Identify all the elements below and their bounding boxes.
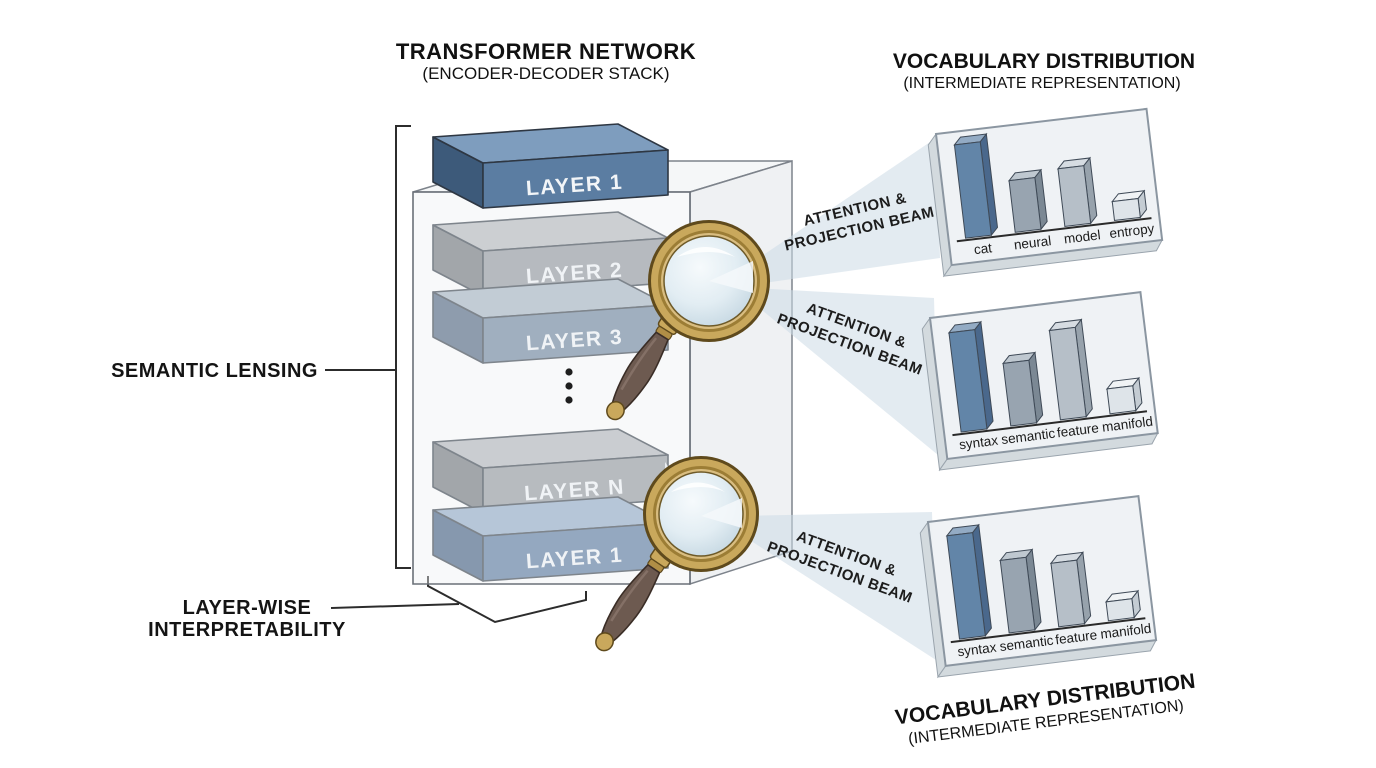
- magnifier-1: [606, 220, 770, 421]
- semantic-lensing-label: SEMANTIC LENSING: [111, 360, 318, 382]
- lens-glass: [658, 471, 744, 557]
- bar-front-face: [1106, 385, 1137, 415]
- layer-wise-label-2: INTERPRETABILITY: [148, 619, 346, 641]
- bar-front-face: [946, 532, 986, 640]
- bar-category-label: semantic: [1000, 426, 1056, 448]
- semantic-lensing-bracket: [325, 125, 411, 569]
- bar-front-face: [1050, 559, 1086, 628]
- vocab-chart-panel-1: cat neural model entropy: [927, 107, 1164, 278]
- chart-baseline: [950, 617, 1146, 644]
- bar-front-face: [1111, 197, 1141, 222]
- bar-category-label: syntax: [958, 433, 999, 453]
- bar-front-face: [1002, 359, 1038, 427]
- layer-box-n: LAYER N: [432, 428, 669, 514]
- bar-front-face: [953, 141, 992, 239]
- lens-beam-highlight: [709, 261, 753, 293]
- beam-lens2-to-chart3: [740, 512, 936, 660]
- bar-category-label: model: [1063, 227, 1101, 246]
- layer-box-3: LAYER 3: [432, 278, 669, 364]
- bar-category-label: syntax: [957, 640, 998, 660]
- bar-category-label: manifold: [1100, 621, 1152, 642]
- lens-beam-highlight: [701, 498, 742, 528]
- chart-bars-1: cat neural model entropy: [953, 132, 1156, 257]
- bar-front-face: [1048, 326, 1087, 421]
- bar-front-face: [999, 556, 1036, 634]
- magnifier-2-handle: [595, 546, 674, 652]
- layer-wise-label-1: LAYER-WISE: [183, 597, 312, 619]
- bar-category-label: feature: [1056, 420, 1100, 440]
- magnifier-2: [595, 456, 759, 652]
- bar-category-label: semantic: [999, 633, 1055, 655]
- layer-box-1-top: LAYER 1: [432, 123, 669, 209]
- vocab-top-subtitle: (INTERMEDIATE REPRESENTATION): [903, 75, 1180, 92]
- bar-category-label: entropy: [1109, 221, 1156, 241]
- bar-category-label: cat: [973, 240, 993, 257]
- lens-highlight: [677, 247, 735, 257]
- bar-front-face: [1008, 177, 1042, 233]
- bar-category-label: feature: [1054, 627, 1098, 647]
- bar-category-label: manifold: [1101, 414, 1153, 435]
- chart-baseline: [952, 410, 1148, 437]
- lens-highlight: [671, 482, 725, 492]
- bar-front-face: [948, 329, 988, 433]
- bar-front-face: [1057, 165, 1092, 227]
- layer-box-1-bottom: LAYER 1: [432, 496, 669, 582]
- bar-category-label: neural: [1013, 233, 1052, 252]
- chart-baseline: [956, 217, 1152, 243]
- vocab-top-title: VOCABULARY DISTRIBUTION: [893, 50, 1195, 73]
- layer-wise-bracket: [330, 576, 587, 624]
- vocab-bottom-heading: VOCABULARY DISTRIBUTION (INTERMEDIATE RE…: [894, 670, 1197, 748]
- bar-front-face: [1105, 598, 1135, 622]
- stack-ellipsis-dots: [565, 368, 573, 404]
- stack-subtitle: (ENCODER-DECODER STACK): [422, 64, 669, 83]
- stack-title: TRANSFORMER NETWORK: [396, 39, 696, 64]
- beam-lens1-to-chart1: [753, 138, 940, 284]
- beam-lens1-to-chart2: [753, 288, 938, 455]
- projection-beams: [665, 138, 940, 660]
